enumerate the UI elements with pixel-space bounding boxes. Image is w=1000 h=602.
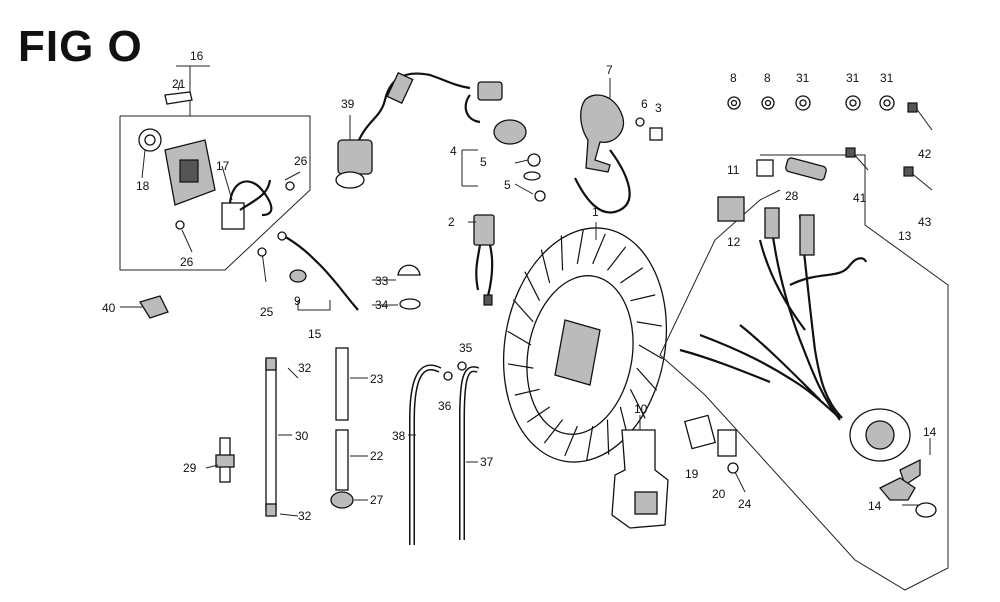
callout-1: 1	[592, 205, 599, 219]
leader-lines	[120, 221, 931, 517]
callout-42: 42	[918, 147, 932, 161]
figure-title: FIG O	[18, 22, 143, 71]
exciter-coil-part	[461, 81, 546, 202]
callout-35: 35	[459, 341, 473, 355]
callout-6: 6	[641, 97, 648, 111]
callout-32-a: 32	[298, 361, 312, 375]
callout-12: 12	[727, 235, 741, 249]
mounting-bracket-part	[611, 415, 669, 529]
callout-14-b: 14	[868, 499, 882, 513]
callout-2: 2	[448, 215, 455, 229]
callout-16: 16	[190, 49, 204, 63]
ignition-coil-part	[335, 71, 471, 189]
callout-36: 36	[438, 399, 452, 413]
wire-harness-group	[659, 154, 949, 591]
callout-41: 41	[853, 191, 867, 205]
callout-39: 39	[341, 97, 355, 111]
control-box-group	[119, 65, 311, 271]
callout-24: 24	[738, 497, 752, 511]
callout-5-b: 5	[504, 178, 511, 192]
callout-18: 18	[136, 179, 150, 193]
callout-8-a: 8	[730, 71, 737, 85]
callout-26-a: 26	[294, 154, 308, 168]
callout-3: 3	[655, 101, 662, 115]
callout-labels: 16 21 18 17 26 26 39 7 6 3 4 5 5 2 1 8 8…	[102, 49, 937, 523]
callout-43: 43	[918, 215, 932, 229]
callout-30: 30	[295, 429, 309, 443]
callout-11: 11	[727, 163, 740, 177]
callout-9: 9	[294, 294, 301, 308]
callout-28: 28	[785, 189, 799, 203]
callout-22: 22	[370, 449, 384, 463]
callout-19: 19	[685, 467, 699, 481]
connector-part	[799, 214, 815, 256]
callout-31-a: 31	[796, 71, 810, 85]
callout-21: 21	[172, 77, 186, 91]
ignition-unit-part	[473, 214, 495, 306]
callout-37: 37	[480, 455, 494, 469]
callout-15: 15	[308, 327, 322, 341]
callout-32-b: 32	[298, 509, 312, 523]
callout-17: 17	[216, 159, 230, 173]
callout-27: 27	[370, 493, 384, 507]
pulser-coil-part	[574, 78, 663, 214]
callout-40: 40	[102, 301, 116, 315]
callout-38: 38	[392, 429, 406, 443]
callout-13: 13	[898, 229, 912, 243]
flywheel-part	[502, 222, 668, 463]
connector-part	[717, 196, 745, 222]
callout-23: 23	[370, 372, 384, 386]
callout-10: 10	[634, 402, 648, 416]
callout-8-b: 8	[764, 71, 771, 85]
callout-4: 4	[450, 144, 457, 158]
washers-and-bolts	[727, 95, 933, 191]
callout-5-a: 5	[480, 155, 487, 169]
callout-31-c: 31	[880, 71, 894, 85]
callout-31-b: 31	[846, 71, 860, 85]
callout-14-a: 14	[923, 425, 937, 439]
callout-33: 33	[375, 274, 389, 288]
lower-left-parts	[138, 231, 480, 545]
callout-20: 20	[712, 487, 726, 501]
connector-part	[764, 207, 780, 239]
callout-26-b: 26	[180, 255, 194, 269]
switch-part	[221, 202, 245, 230]
callout-7: 7	[606, 63, 613, 77]
callout-29: 29	[183, 461, 197, 475]
callout-34: 34	[375, 298, 389, 312]
callout-25: 25	[260, 305, 274, 319]
